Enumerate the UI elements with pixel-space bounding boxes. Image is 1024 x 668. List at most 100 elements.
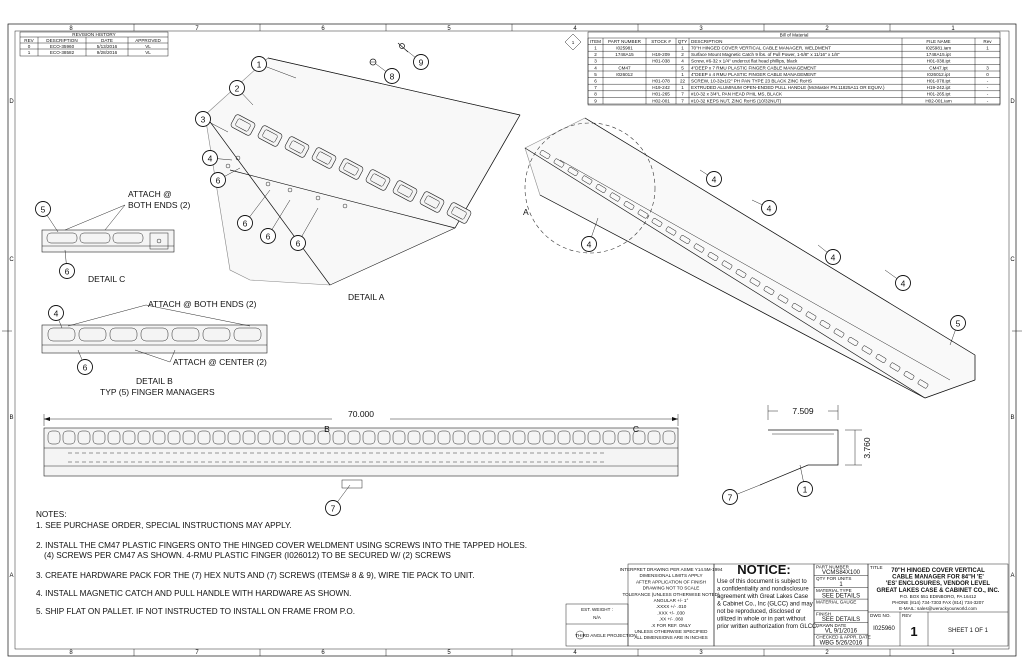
bom-cell: H01-078	[652, 79, 670, 84]
finger-tab	[749, 277, 761, 287]
finger-tab	[763, 286, 775, 295]
finger-manager	[202, 327, 231, 342]
finger-tab	[595, 184, 607, 193]
section-height-dimension: 3.760	[862, 437, 872, 459]
bom-cell: 2	[681, 52, 684, 57]
bom-cell: 6	[594, 79, 597, 84]
bom-cell: 1	[681, 46, 684, 51]
company-address: P.O. BOX 551 EDINBORO, PA 16412	[900, 594, 977, 599]
item-balloon	[413, 54, 429, 70]
isometric-assembly-view: A	[523, 117, 976, 399]
finger-tab	[903, 371, 915, 380]
approved-cell: VL	[145, 50, 151, 55]
bom-cell: 4"DEEP x 4 RMU PLASTIC FINGER CABLE MANA…	[691, 72, 817, 77]
zone-label: D	[1010, 99, 1015, 105]
side-view: 7.509 3.760	[759, 405, 872, 486]
finger-tab	[632, 430, 646, 445]
revision-history-title: REVISION HISTORY	[72, 32, 115, 37]
zone-label: 8	[69, 26, 73, 32]
bom-cell: I026012	[616, 72, 633, 77]
description-header: DESCRIPTION	[46, 38, 77, 43]
notice-title: NOTICE:	[737, 562, 790, 577]
bom-header-cell: QTY	[678, 39, 687, 44]
notice-line: & Cabinet Co., Inc (GLCC) and may	[717, 602, 813, 608]
finger-tab	[272, 430, 286, 445]
bom-cell: #10-32 KEPS NUT, ZINC RoHS (10/32NUT)	[691, 98, 782, 103]
finger-slot	[424, 195, 440, 209]
bom-header-cell: Rev	[983, 39, 992, 44]
bom-cell: H01-265	[652, 92, 670, 97]
zone-label: 7	[195, 650, 199, 656]
finger-tab	[917, 379, 929, 389]
bom-cell: 4	[681, 59, 684, 64]
finger-tab	[107, 430, 121, 445]
finger-tab	[693, 243, 705, 253]
detail-b-sublabel: TYP (5) FINGER MANAGERS	[100, 387, 215, 397]
finger-tab	[553, 158, 565, 168]
meta-label: PART NUMBER	[816, 565, 850, 570]
front-view: 70.000 B C	[43, 409, 679, 489]
bom-cell: I025981	[616, 46, 633, 51]
finger-tab	[62, 430, 76, 445]
bom-cell: H01-078.ipt	[927, 79, 951, 84]
zone-label: A	[9, 573, 13, 579]
finger-manager	[171, 327, 200, 342]
finger-tab	[609, 192, 621, 202]
balloon-number: 8	[390, 72, 395, 82]
bom-cell: 7	[594, 85, 597, 90]
screw-icon	[315, 195, 321, 201]
zone-label: 2	[825, 26, 829, 32]
zone-label: 1	[951, 650, 955, 656]
finger-slot	[235, 118, 251, 132]
finger-tab	[587, 430, 601, 445]
zone-label: C	[9, 257, 14, 263]
meta-label: MATERIAL TYPE	[816, 588, 852, 593]
bom-cell: -	[987, 85, 989, 90]
item-balloon	[895, 275, 911, 291]
finger-tab	[422, 430, 436, 445]
standard-note: DIMENSIONAL LIMITS APPLY	[639, 573, 702, 578]
screw-icon	[287, 187, 293, 193]
callout-attach-center: ATTACH @ CENTER (2)	[173, 357, 267, 367]
item-balloon	[384, 68, 400, 84]
zone-label: 4	[573, 650, 577, 656]
notice-line: not be reproduced, disclosed or	[717, 609, 801, 615]
bom-cell: -	[987, 79, 989, 84]
finger-tab	[242, 430, 256, 445]
notice-line: agreement with Great Lakes Case	[717, 594, 809, 600]
meta-label: QTY FOR UNITS	[816, 576, 851, 581]
balloon-number: 7	[331, 504, 336, 514]
zone-label: B	[1010, 415, 1014, 421]
item-balloon	[290, 235, 306, 251]
zone-label: 1	[951, 26, 955, 32]
item-balloon	[202, 150, 218, 166]
bom-cell: Screw, #6-32 x 1/4" undercut flat head p…	[691, 59, 798, 64]
zone-label: 4	[573, 26, 577, 32]
projection-label: THIRD ANGLE PROJECTION	[575, 633, 637, 638]
item-balloon	[77, 359, 93, 375]
detail-b-view: ATTACH @ BOTH ENDS (2) ATTACH @ CENTER (…	[41, 299, 268, 397]
zone-label: 7	[195, 26, 199, 32]
est-weight-label: EST. WEIGHT :	[581, 607, 613, 612]
finger-tab	[735, 269, 747, 278]
bom-cell: H02-001.iam	[925, 98, 951, 103]
notes-title: NOTES:	[36, 510, 66, 519]
bom-cell: 1748A15	[615, 52, 634, 57]
bom-cell: -	[987, 92, 989, 97]
meta-value: WBG 5/26/2016	[820, 640, 863, 646]
balloon-number: 4	[767, 204, 772, 214]
meta-value: 1	[839, 582, 843, 588]
item-balloon	[706, 171, 722, 187]
bom-cell: 2	[594, 52, 597, 57]
item-balloon	[35, 201, 51, 217]
finger-tab	[567, 167, 579, 176]
finger-tab	[122, 430, 136, 445]
bom-cell: 5	[594, 72, 597, 77]
meta-value: VCMS84X100	[822, 570, 861, 576]
finger-slot	[397, 184, 413, 198]
zone-label: 3	[699, 26, 703, 32]
est-weight-value: N/A	[593, 615, 602, 620]
balloon-number: 4	[54, 309, 59, 319]
finger-slot	[343, 162, 359, 176]
dwg-no: I025960	[873, 626, 895, 632]
